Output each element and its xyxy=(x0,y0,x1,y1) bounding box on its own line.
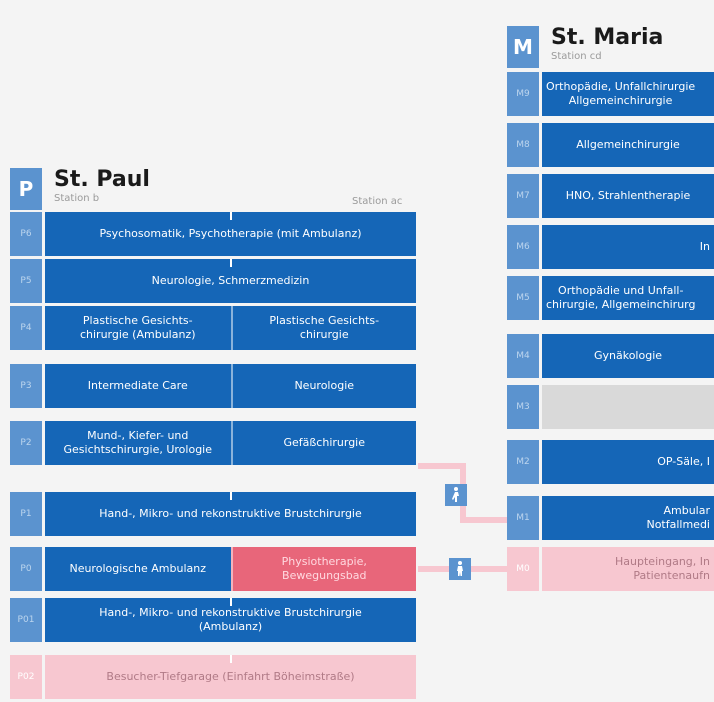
walking-person-icon xyxy=(445,484,467,506)
floor-cell: Plastische Gesichts- chirurgie (Ambulanz… xyxy=(45,306,231,350)
floor-cell: In xyxy=(542,225,714,269)
divider-tick xyxy=(230,212,232,220)
floor-m8[interactable]: M8 Allgemeinchirurgie xyxy=(507,123,714,167)
floor-m1[interactable]: M1 Ambular Notfallmedi xyxy=(507,496,714,540)
floor-cell xyxy=(542,385,714,429)
floor-code: M5 xyxy=(507,276,539,320)
divider-tick xyxy=(230,655,232,663)
floor-m4[interactable]: M4 Gynäkologie xyxy=(507,334,714,378)
st-maria-station-cd: Station cd xyxy=(551,51,602,62)
st-paul-badge: P xyxy=(10,168,42,210)
floor-code: M8 xyxy=(507,123,539,167)
floor-m9[interactable]: M9 Orthopädie, Unfallchirurgie Allgemein… xyxy=(507,72,714,116)
floor-code: M3 xyxy=(507,385,539,429)
st-maria-badge: M xyxy=(507,26,539,68)
floor-cell-physiotherapie: Physiotherapie, Bewegungsbad xyxy=(230,547,416,591)
floor-p0[interactable]: P0 Neurologische Ambulanz Physiotherapie… xyxy=(10,547,416,591)
floor-cell: Hand-, Mikro- und rekonstruktive Brustch… xyxy=(45,598,416,642)
st-maria-header: M St. Maria Station cd xyxy=(507,26,663,68)
divider-tick xyxy=(230,492,232,500)
floor-code: M4 xyxy=(507,334,539,378)
divider-tick xyxy=(230,259,232,267)
floor-p02[interactable]: P02 Besucher-Tiefgarage (Einfahrt Böheim… xyxy=(10,655,416,699)
floor-m5[interactable]: M5 Orthopädie und Unfall- chirurgie, All… xyxy=(507,276,714,320)
floor-code: M7 xyxy=(507,174,539,218)
st-maria-title: St. Maria xyxy=(551,25,664,50)
floor-p5[interactable]: P5 Neurologie, Schmerzmedizin xyxy=(10,259,416,303)
floor-cell: OP-Säle, I xyxy=(542,440,714,484)
floor-code: P2 xyxy=(10,421,42,465)
st-paul-station-ac: Station ac xyxy=(352,196,403,207)
floor-code: M9 xyxy=(507,72,539,116)
floor-code: P0 xyxy=(10,547,42,591)
floor-cell: Gynäkologie xyxy=(542,334,714,378)
st-paul-header: P St. Paul Station b xyxy=(10,168,150,210)
floor-code: P1 xyxy=(10,492,42,536)
floor-m7[interactable]: M7 HNO, Strahlentherapie xyxy=(507,174,714,218)
floor-cell: Orthopädie, Unfallchirurgie Allgemeinchi… xyxy=(542,72,714,116)
floor-cell: Plastische Gesichts- chirurgie xyxy=(230,306,416,350)
floor-cell: Haupteingang, In Patientenaufn xyxy=(542,547,714,591)
floor-cell: HNO, Strahlentherapie xyxy=(542,174,714,218)
divider-tick xyxy=(230,598,232,606)
floor-cell: Intermediate Care xyxy=(45,364,231,408)
bridge-connector-upper-left xyxy=(418,463,466,469)
floor-code: P5 xyxy=(10,259,42,303)
floor-code: P6 xyxy=(10,212,42,256)
floor-p2[interactable]: P2 Mund-, Kiefer- und Gesichtschirurgie,… xyxy=(10,421,416,465)
floor-m3[interactable]: M3 xyxy=(507,385,714,429)
floor-m0[interactable]: M0 Haupteingang, In Patientenaufn xyxy=(507,547,714,591)
floor-code: P4 xyxy=(10,306,42,350)
floor-code: P3 xyxy=(10,364,42,408)
st-paul-station-b: Station b xyxy=(54,193,100,204)
floor-p6[interactable]: P6 Psychosomatik, Psychotherapie (mit Am… xyxy=(10,212,416,256)
floor-p01[interactable]: P01 Hand-, Mikro- und rekonstruktive Bru… xyxy=(10,598,416,642)
floor-cell: Allgemeinchirurgie xyxy=(542,123,714,167)
floor-cell: Orthopädie und Unfall- chirurgie, Allgem… xyxy=(542,276,714,320)
floor-cell: Neurologie xyxy=(230,364,416,408)
st-paul-title: St. Paul xyxy=(54,167,150,192)
floor-code: P02 xyxy=(10,655,42,699)
floor-cell: Ambular Notfallmedi xyxy=(542,496,714,540)
floor-p3[interactable]: P3 Intermediate Care Neurologie xyxy=(10,364,416,408)
floor-cell: Gefäßchirurgie xyxy=(230,421,416,465)
floor-m6[interactable]: M6 In xyxy=(507,225,714,269)
floor-code: M6 xyxy=(507,225,539,269)
floor-p4[interactable]: P4 Plastische Gesichts- chirurgie (Ambul… xyxy=(10,306,416,350)
floor-code: P01 xyxy=(10,598,42,642)
floor-m2[interactable]: M2 OP-Säle, I xyxy=(507,440,714,484)
floor-code: M1 xyxy=(507,496,539,540)
walking-person-icon xyxy=(449,558,471,580)
bridge-connector-upper-right xyxy=(460,517,507,523)
floor-code: M0 xyxy=(507,547,539,591)
floor-cell: Mund-, Kiefer- und Gesichtschirurgie, Ur… xyxy=(45,421,231,465)
floor-cell: Neurologische Ambulanz xyxy=(45,547,231,591)
floor-code: M2 xyxy=(507,440,539,484)
floor-p1[interactable]: P1 Hand-, Mikro- und rekonstruktive Brus… xyxy=(10,492,416,536)
